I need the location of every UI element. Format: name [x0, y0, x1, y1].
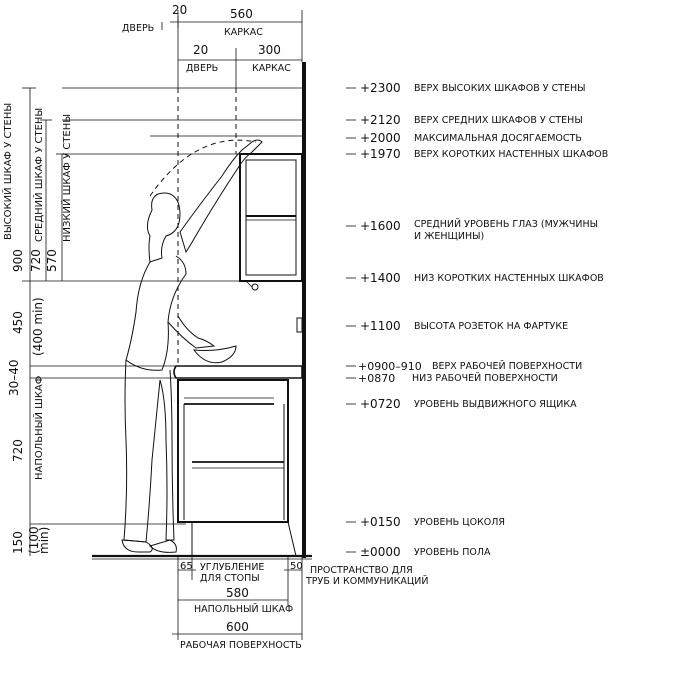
top-frame-label-2: КАРКАС	[252, 63, 291, 74]
level-value: ±0000	[360, 545, 401, 559]
level-text: ВЕРХ КОРОТКИХ НАСТЕННЫХ ШКАФОВ	[414, 149, 608, 160]
toe-recess-label: УГЛУБЛЕНИЕ	[200, 562, 264, 573]
dim-min: min)	[37, 527, 51, 554]
wall-cabinet	[239, 153, 303, 291]
dim-570: 570	[45, 249, 59, 272]
worktop-label: РАБОЧАЯ ПОВЕРХНОСТЬ	[180, 640, 302, 651]
dim-720-top: 720	[29, 249, 43, 272]
level-value: +0720	[360, 397, 401, 411]
level-value: +0900–910	[358, 360, 422, 373]
level-markers: +2300 ВЕРХ ВЫСОКИХ ШКАФОВ У СТЕНЫ +2120 …	[346, 81, 608, 559]
dim-720: 720	[11, 439, 25, 462]
level-value: +2120	[360, 113, 401, 127]
dim-400min: (400 min)	[31, 297, 45, 356]
dim-100: (100	[27, 526, 41, 554]
level-text: МАКСИМАЛЬНАЯ ДОСЯГАЕМОСТЬ	[414, 133, 582, 144]
dim-30-40: 30–40	[7, 359, 21, 396]
level-guides	[30, 87, 302, 525]
left-dimensions: 900 720 570 ВЫСОКИЙ ШКАФ У СТЕНЫ СРЕДНИЙ…	[1, 87, 73, 556]
level-value: +0150	[360, 515, 401, 529]
level-value: +1100	[360, 319, 401, 333]
level-value: +1400	[360, 271, 401, 285]
level-text: УРОВЕНЬ ЦОКОЛЯ	[414, 517, 505, 528]
level-text-2: И ЖЕНЩИНЫ)	[414, 231, 484, 242]
dim-150: 150	[11, 531, 25, 554]
person-figure	[121, 139, 263, 553]
tall-cabinet-label: ВЫСОКИЙ ШКАФ У СТЕНЫ	[1, 103, 14, 240]
bottom-dimensions: 65 УГЛУБЛЕНИЕ ДЛЯ СТОПЫ 50 ПРОСТРАНСТВО …	[172, 556, 428, 651]
apron-socket	[296, 317, 303, 333]
dim-600: 600	[226, 620, 249, 634]
level-text: НИЗ РАБОЧЕЙ ПОВЕРХНОСТИ	[412, 372, 558, 384]
level-text: ВЕРХ СРЕДНИХ ШКАФОВ У СТЕНЫ	[414, 115, 583, 126]
level-text: НИЗ КОРОТКИХ НАСТЕННЫХ ШКАФОВ	[414, 273, 604, 284]
floor-cabinet-label: НАПОЛЬНЫЙ ШКАФ	[32, 375, 45, 480]
countertop	[173, 365, 303, 379]
low-cabinet-label: НИЗКИЙ ШКАФ У СТЕНЫ	[60, 114, 73, 242]
dim-50: 50	[290, 561, 303, 572]
level-value: +1970	[360, 147, 401, 161]
level-text: УРОВЕНЬ ПОЛА	[414, 547, 491, 558]
level-text: СРЕДНИЙ УРОВЕНЬ ГЛАЗ (МУЖЧИНЫ	[414, 218, 598, 230]
top-frame-dim-2: 300	[258, 43, 281, 57]
dim-450: 450	[11, 311, 25, 334]
toe-recess-label-2: ДЛЯ СТОПЫ	[200, 573, 260, 584]
base-cabinet	[177, 379, 297, 557]
dim-900: 900	[11, 249, 25, 272]
level-text: УРОВЕНЬ ВЫДВИЖНОГО ЯЩИКА	[414, 399, 577, 410]
top-frame-label: КАРКАС	[224, 27, 263, 38]
level-value: +1600	[360, 219, 401, 233]
utility-space-label: ПРОСТРАНСТВО ДЛЯ	[310, 565, 413, 576]
top-frame-dim: 560	[230, 7, 253, 21]
mid-cabinet-label: СРЕДНИЙ ШКАФ У СТЕНЫ	[32, 108, 45, 242]
wall	[302, 62, 306, 558]
top-door-label-2: ДВЕРЬ	[186, 63, 218, 74]
level-text: ВЫСОТА РОЗЕТОК НА ФАРТУКЕ	[414, 321, 568, 332]
top-door-dim: 20	[172, 3, 187, 17]
dim-65: 65	[180, 561, 193, 572]
floor-cabinet-width-label: НАПОЛЬНЫЙ ШКАФ	[194, 603, 293, 615]
dim-580: 580	[226, 586, 249, 600]
utility-space-label-2: ТРУБ И КОММУНИКАЦИЙ	[305, 575, 428, 587]
tall-cabinet-outline	[177, 88, 237, 366]
top-dimensions: 20 560 ДВЕРЬ КАРКАС 20 300 ДВЕРЬ КАРКАС	[122, 3, 303, 88]
level-value: +2300	[360, 81, 401, 95]
level-text: ВЕРХ РАБОЧЕЙ ПОВЕРХНОСТИ	[432, 360, 582, 372]
level-value: +0870	[358, 372, 395, 385]
level-value: +2000	[360, 131, 401, 145]
level-text: ВЕРХ ВЫСОКИХ ШКАФОВ У СТЕНЫ	[414, 83, 586, 94]
top-door-dim-2: 20	[193, 43, 208, 57]
top-door-label: ДВЕРЬ	[122, 23, 154, 34]
